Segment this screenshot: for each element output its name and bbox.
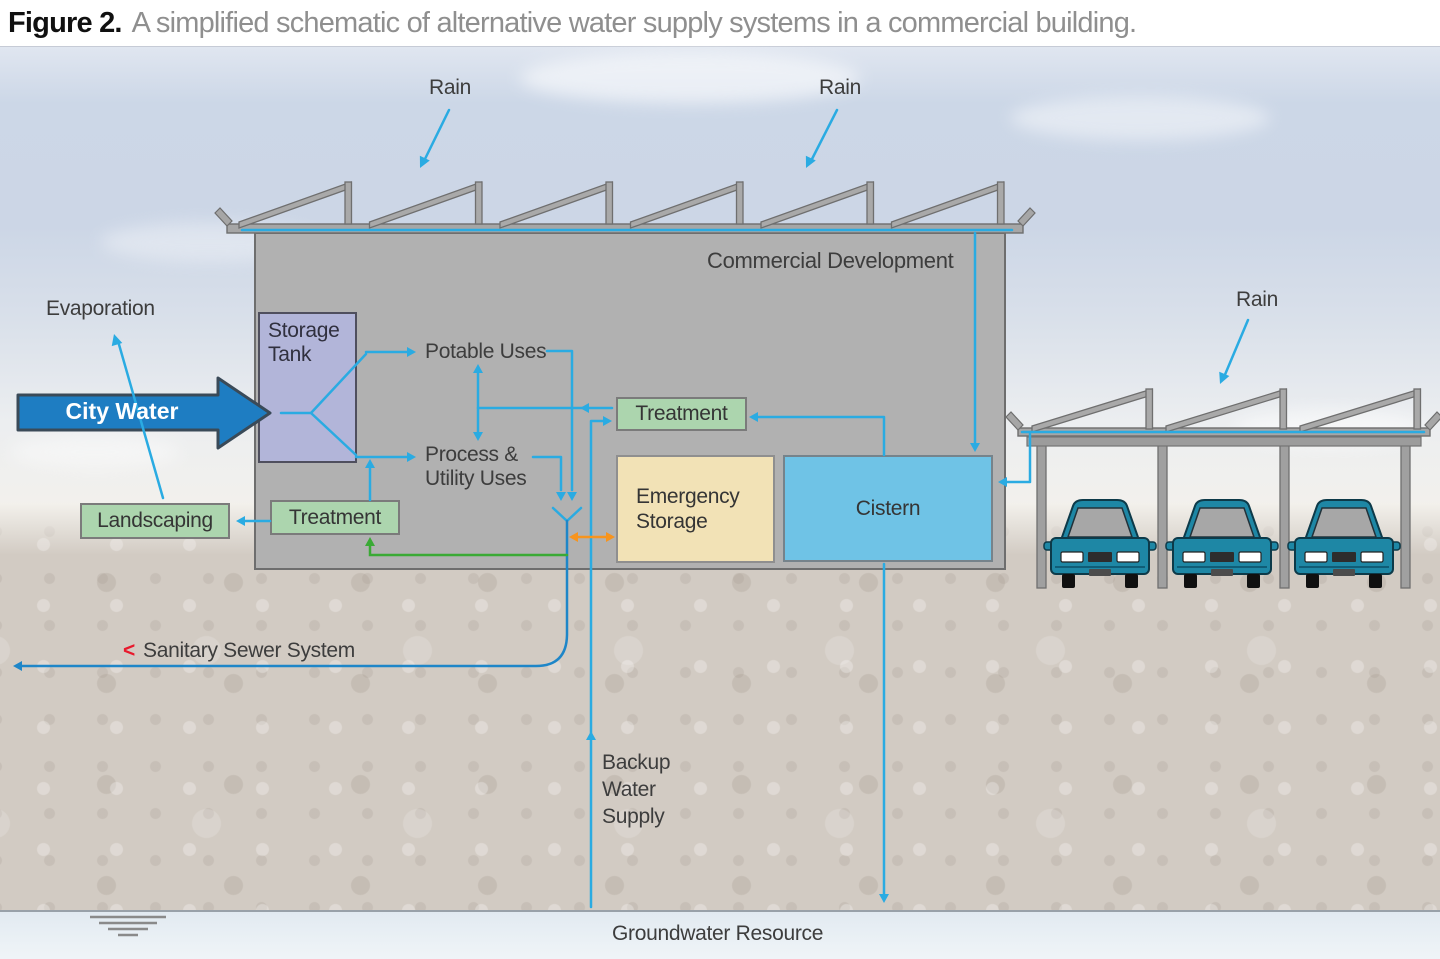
carport-gutter-lip-left	[1005, 411, 1024, 431]
carport-gutter-lip-right	[1424, 411, 1440, 431]
figure-caption: A simplified schematic of alternative wa…	[131, 7, 1137, 39]
rain-label-3: Rain	[1236, 288, 1278, 311]
emergency-storage-box: Emergency Storage	[616, 455, 775, 563]
treatment-right-box: Treatment	[616, 397, 747, 431]
treatment-left-box: Treatment	[270, 500, 400, 535]
rain-label-2: Rain	[819, 76, 861, 99]
figure-title: Figure 2. A simplified schematic of alter…	[0, 0, 1440, 40]
groundwater-band	[0, 910, 1440, 959]
car-icon	[1165, 499, 1279, 589]
water-table-icon	[90, 915, 166, 937]
parked-cars	[1043, 499, 1401, 589]
cistern-box: Cistern	[783, 455, 993, 562]
backup-water-supply-label: Backup Water Supply	[602, 751, 671, 828]
process-utility-uses-label: Process & Utility Uses	[425, 443, 527, 490]
city-water-label: City Water	[65, 398, 179, 424]
rooftop-solar-sawtooth	[238, 181, 1005, 229]
sewer-direction-chevron: <	[123, 639, 135, 662]
evaporation-label: Evaporation	[46, 297, 155, 320]
car-icon	[1043, 499, 1157, 589]
roof-gutter-lip-left	[214, 207, 233, 227]
rain-label-1: Rain	[429, 76, 471, 99]
potable-uses-label: Potable Uses	[425, 340, 547, 363]
carport-solar-sawtooth	[1031, 388, 1422, 433]
commercial-development-label: Commercial Development	[707, 248, 954, 273]
sanitary-sewer-label: Sanitary Sewer System	[143, 639, 355, 662]
figure-number: Figure 2.	[8, 7, 122, 39]
car-icon	[1287, 499, 1401, 589]
landscaping-box: Landscaping	[80, 503, 230, 539]
groundwater-resource-label: Groundwater Resource	[612, 922, 824, 945]
roof-gutter-lip-right	[1017, 207, 1036, 227]
figure-title-bar: Figure 2. A simplified schematic of alter…	[0, 0, 1440, 46]
storage-tank-box: Storage Tank	[258, 312, 357, 463]
